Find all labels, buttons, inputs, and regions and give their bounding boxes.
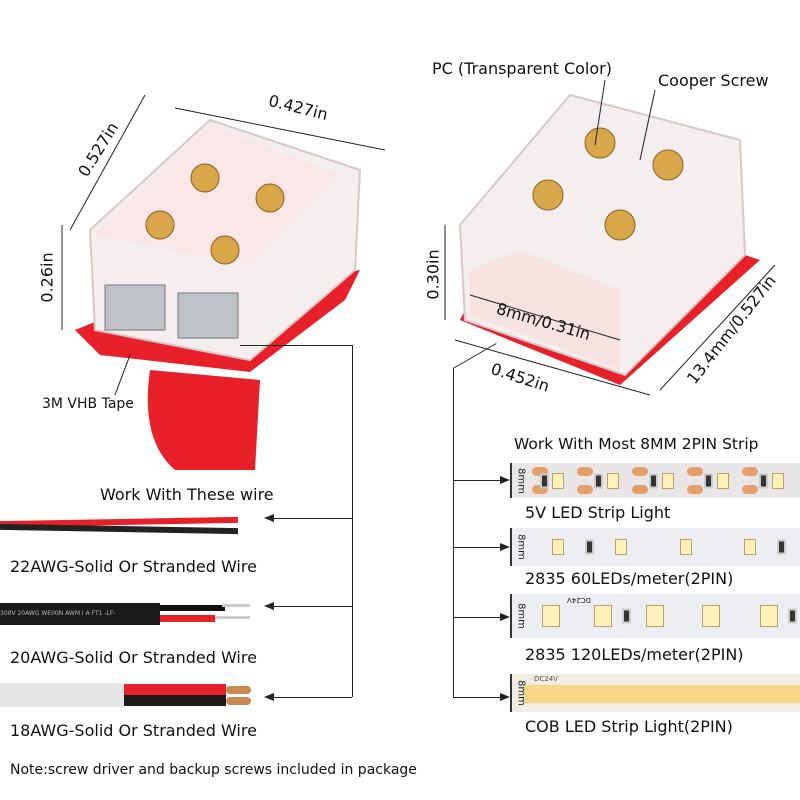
wire-label-22awg: 22AWG-Solid Or Stranded Wire xyxy=(10,557,257,576)
arrow-left-icon xyxy=(264,693,274,701)
arrow-line xyxy=(272,518,352,519)
strip-label-5v: 5V LED Strip Light xyxy=(525,503,671,522)
arrow-left-icon xyxy=(264,602,274,610)
strip-cob: 8mm DC24V xyxy=(510,674,800,712)
wire-label-20awg: 20AWG-Solid Or Stranded Wire xyxy=(10,648,257,667)
arrow-right-icon xyxy=(500,543,510,551)
material-label: PC (Transparent Color) xyxy=(432,59,612,78)
width-mark: 8mm xyxy=(515,534,527,560)
arrow-right-icon xyxy=(500,693,510,701)
bracket-line xyxy=(352,345,353,697)
wire-print: 300V 20AWG WEIXIN AWM I A FT1 -LF- xyxy=(0,603,160,625)
width-mark: 8mm xyxy=(515,603,527,629)
tape-label: 3M VHB Tape xyxy=(42,396,134,412)
strip-2835-120: 8mm DC24V xyxy=(510,594,800,638)
arrow-right-icon xyxy=(500,613,510,621)
voltage-print: DC24V xyxy=(567,596,591,604)
arrow-line xyxy=(453,547,501,548)
arrow-line xyxy=(272,606,352,607)
strip-5v: 8mm xyxy=(510,463,800,498)
arrow-left-icon xyxy=(264,514,274,522)
left-height-label: 0.26in xyxy=(37,252,57,303)
strip-label-2835-120: 2835 120LEDs/meter(2PIN) xyxy=(525,645,744,664)
strip-label-cob: COB LED Strip Light(2PIN) xyxy=(525,717,733,736)
voltage-print: DC24V xyxy=(534,675,558,683)
arrow-line xyxy=(272,697,352,698)
dimension-lines xyxy=(61,79,776,396)
arrow-line xyxy=(453,617,501,618)
package-note: Note:screw driver and backup screws incl… xyxy=(10,762,417,778)
strips-heading: Work With Most 8MM 2PIN Strip xyxy=(514,435,759,453)
wires-heading: Work With These wire xyxy=(100,485,274,504)
tape-tab xyxy=(147,370,260,470)
arrow-line xyxy=(453,697,501,698)
right-height-label: 0.30in xyxy=(423,249,443,300)
arrow-line xyxy=(453,480,501,481)
bracket-line xyxy=(453,368,454,698)
screw-label: Cooper Screw xyxy=(658,71,769,90)
wire-label-18awg: 18AWG-Solid Or Stranded Wire xyxy=(10,721,257,740)
right-connector xyxy=(458,93,760,385)
strip-2835-60: 8mm xyxy=(510,528,800,566)
strip-label-2835-60: 2835 60LEDs/meter(2PIN) xyxy=(525,569,734,588)
left-connector xyxy=(75,118,362,470)
arrow-right-icon xyxy=(500,476,510,484)
bracket-line xyxy=(240,345,352,346)
width-mark: 8mm xyxy=(515,467,527,494)
